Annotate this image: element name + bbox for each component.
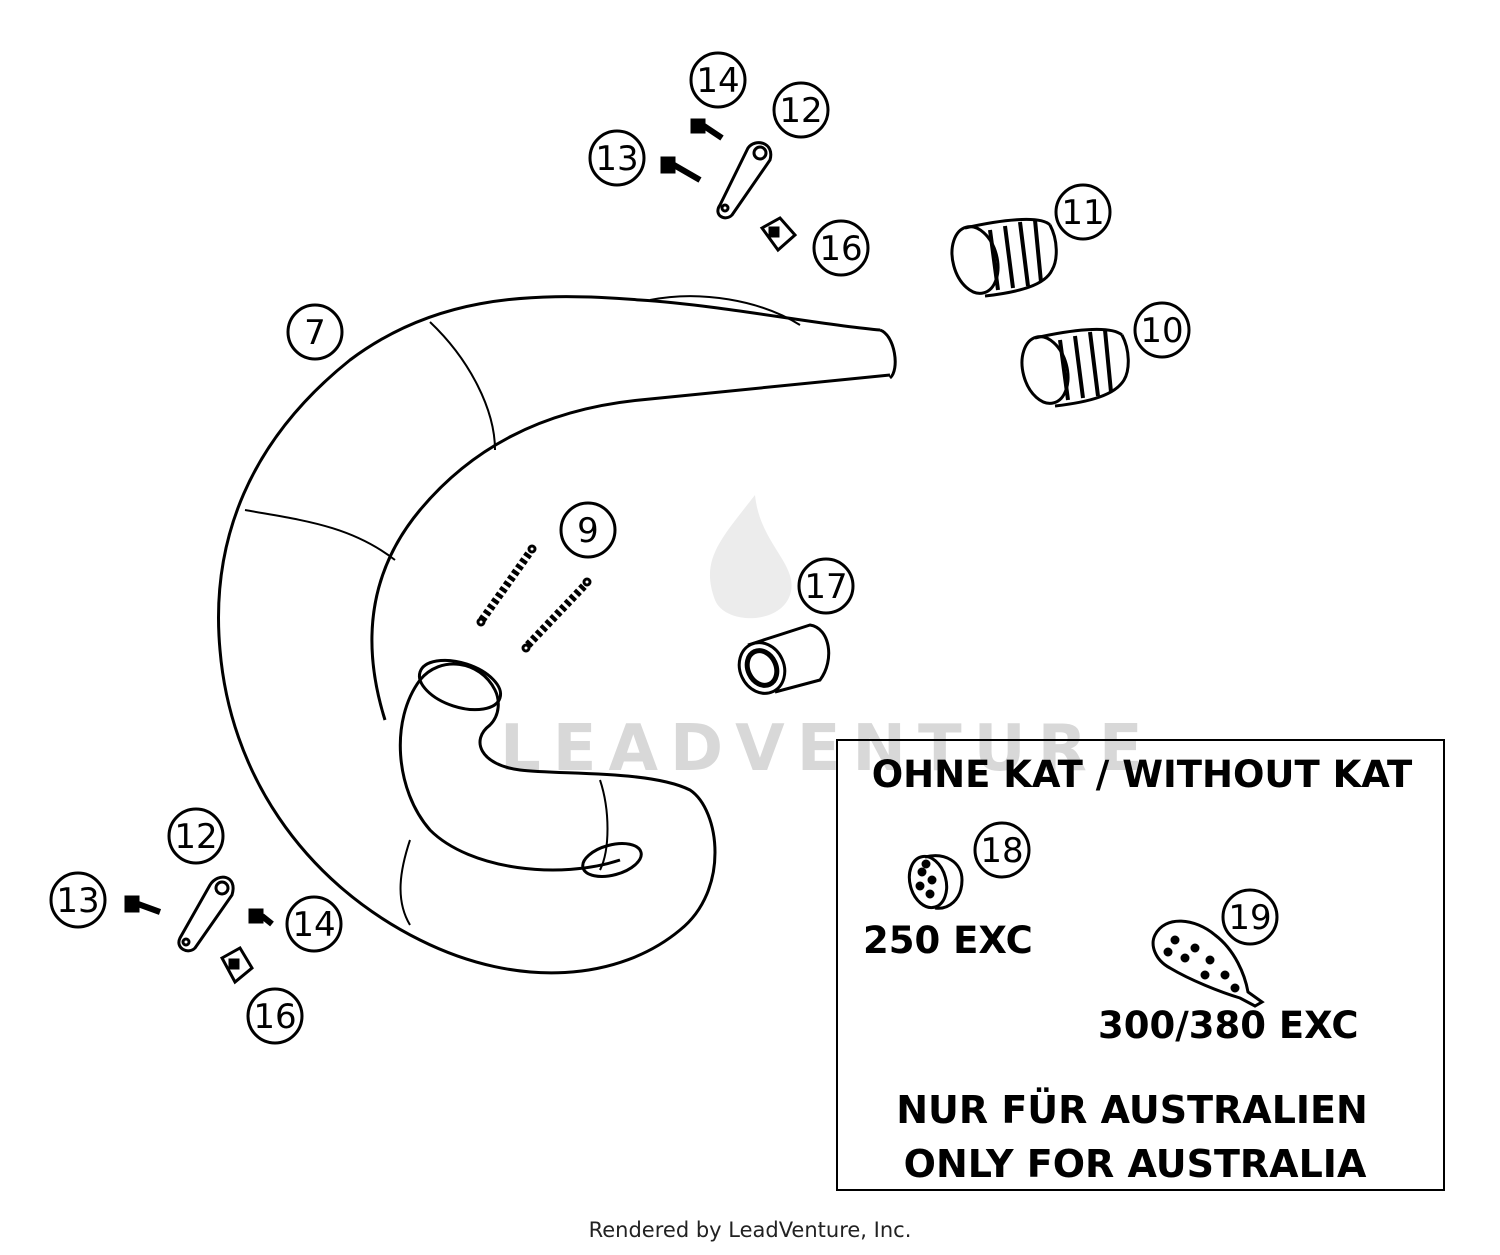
rubber-sleeve-part-11[interactable]: [945, 217, 1058, 298]
bolt-bottom-part-13[interactable]: [124, 895, 162, 915]
callout-7[interactable]: 7: [286, 303, 344, 361]
inset-title: OHNE KAT / WITHOUT KAT: [872, 753, 1413, 796]
callouts: 7 9 10 11 12 13 14 16: [49, 51, 1191, 1045]
flame-watermark-icon: [709, 495, 792, 619]
note-english: ONLY FOR AUSTRALIA: [904, 1142, 1367, 1186]
svg-text:19: 19: [1228, 898, 1271, 938]
springs-part-9[interactable]: [476, 544, 592, 653]
svg-text:9: 9: [577, 511, 599, 551]
callout-11[interactable]: 11: [1054, 183, 1112, 241]
svg-text:10: 10: [1140, 311, 1183, 351]
callout-9[interactable]: 9: [559, 501, 617, 559]
label-300-380-exc: 300/380 EXC: [1098, 1004, 1359, 1047]
callout-17[interactable]: 17: [797, 557, 855, 615]
note-german: NUR FÜR AUSTRALIEN: [896, 1088, 1368, 1132]
svg-text:14: 14: [696, 61, 739, 101]
bracket-bottom-part-12[interactable]: [177, 875, 235, 953]
fitting-part-17[interactable]: [731, 623, 831, 701]
clip-nut-bottom-part-16[interactable]: [219, 945, 254, 985]
bracket-top-part-12[interactable]: [716, 141, 773, 220]
svg-text:13: 13: [56, 881, 99, 921]
callout-14-bottom[interactable]: 14: [285, 895, 343, 953]
inset-without-kat: OHNE KAT / WITHOUT KAT 18 250 EXC 19 300…: [836, 739, 1445, 1191]
svg-text:7: 7: [304, 313, 326, 353]
svg-text:18: 18: [980, 831, 1023, 871]
svg-text:16: 16: [253, 997, 296, 1037]
svg-text:17: 17: [804, 567, 847, 607]
callout-16-top[interactable]: 16: [812, 219, 870, 277]
bolt-top-part-14[interactable]: [690, 118, 724, 141]
callout-18[interactable]: 18: [973, 821, 1031, 879]
footer-credit: Rendered by LeadVenture, Inc.: [588, 1218, 912, 1242]
callout-16-bottom[interactable]: 16: [246, 987, 304, 1045]
svg-text:11: 11: [1061, 193, 1104, 233]
bolt-top-part-13[interactable]: [660, 156, 702, 183]
callout-10[interactable]: 10: [1133, 301, 1191, 359]
callout-12-top[interactable]: 12: [772, 81, 830, 139]
bolt-bottom-part-14[interactable]: [248, 908, 274, 927]
insert-part-18[interactable]: [904, 852, 964, 912]
clip-nut-top-part-16[interactable]: [759, 216, 798, 253]
callout-19[interactable]: 19: [1221, 888, 1279, 946]
callout-13-top[interactable]: 13: [588, 129, 646, 187]
rubber-sleeve-part-10[interactable]: [1015, 327, 1130, 408]
insert-part-19[interactable]: [1151, 919, 1265, 1008]
callout-12-bottom[interactable]: 12: [167, 807, 225, 865]
callout-13-bottom[interactable]: 13: [49, 871, 107, 929]
label-250-exc: 250 EXC: [863, 919, 1033, 962]
svg-text:13: 13: [595, 139, 638, 179]
svg-text:12: 12: [779, 91, 822, 131]
callout-14-top[interactable]: 14: [689, 51, 747, 109]
exhaust-pipe-part-7[interactable]: [217, 295, 897, 975]
svg-text:12: 12: [174, 817, 217, 857]
svg-text:16: 16: [819, 229, 862, 269]
svg-text:14: 14: [292, 905, 335, 945]
